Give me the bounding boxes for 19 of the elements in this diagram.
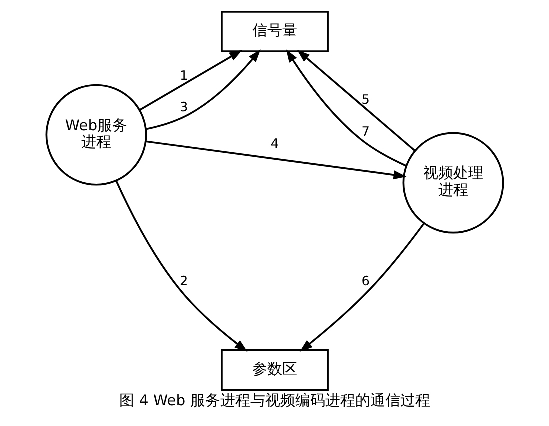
node-box: 参数区 [220, 350, 328, 392]
edge-label: 3 [180, 100, 188, 116]
arrow [299, 223, 424, 352]
arrow [286, 50, 406, 167]
arrow [296, 50, 416, 152]
node-circle: Web服务进程 [45, 84, 147, 186]
edge-label: 5 [361, 92, 370, 108]
edge-label: 1 [180, 68, 188, 84]
caption: 图 4 Web 服务进程与视频编码进程的通信过程 [119, 392, 430, 410]
arrow [145, 50, 260, 130]
edge-label: 7 [361, 125, 370, 140]
node-box: 信号量 [220, 10, 328, 52]
node-circle: 视频处理进程 [402, 132, 504, 234]
edge-label: 6 [361, 274, 370, 290]
edge-label: 2 [180, 274, 188, 290]
arrow [145, 140, 406, 180]
arrow [115, 180, 248, 352]
arrow [138, 50, 242, 112]
edge-label: 4 [270, 137, 279, 152]
